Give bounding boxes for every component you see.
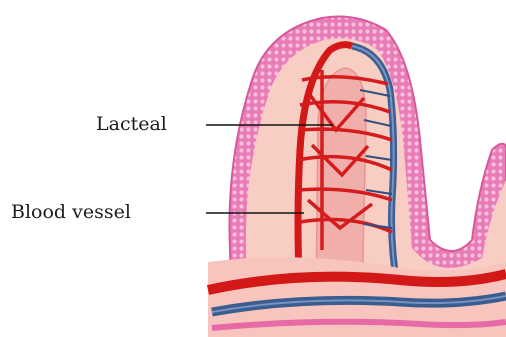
lacteal-label: Lacteal — [96, 115, 167, 134]
blood-vessel-label: Blood vessel — [11, 203, 131, 222]
